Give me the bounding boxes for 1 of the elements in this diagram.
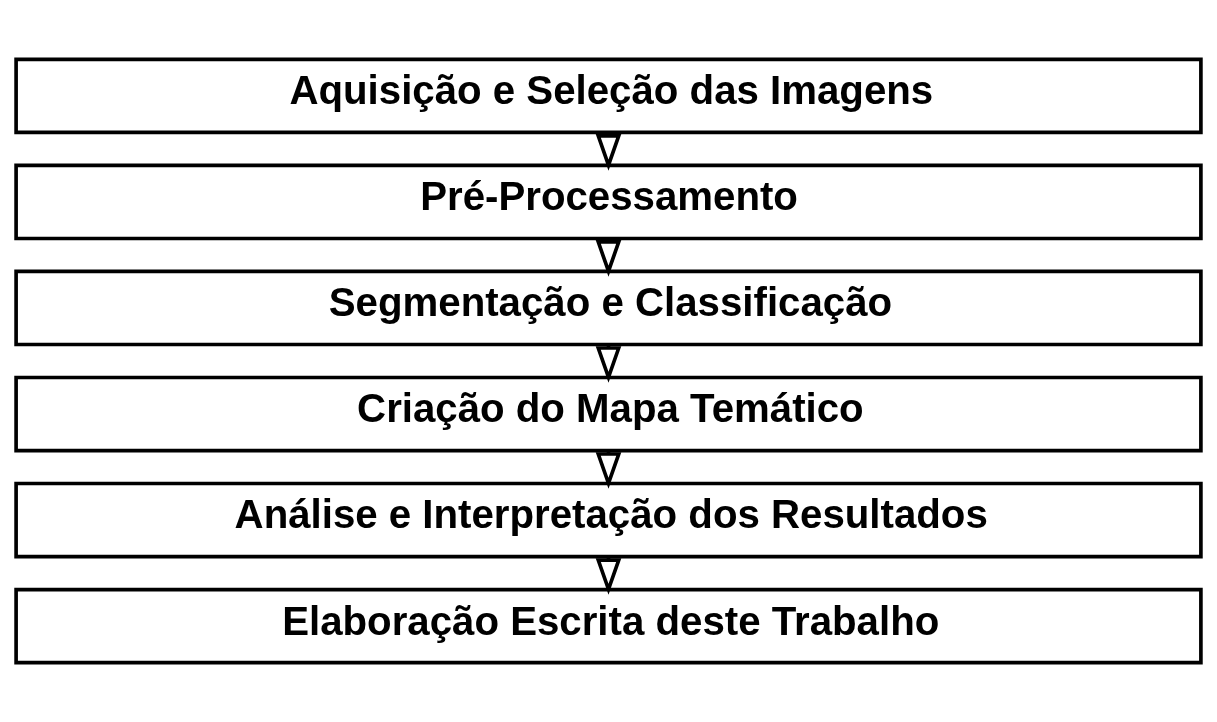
node-box: Elaboração Escrita deste Trabalho (14, 587, 1203, 665)
